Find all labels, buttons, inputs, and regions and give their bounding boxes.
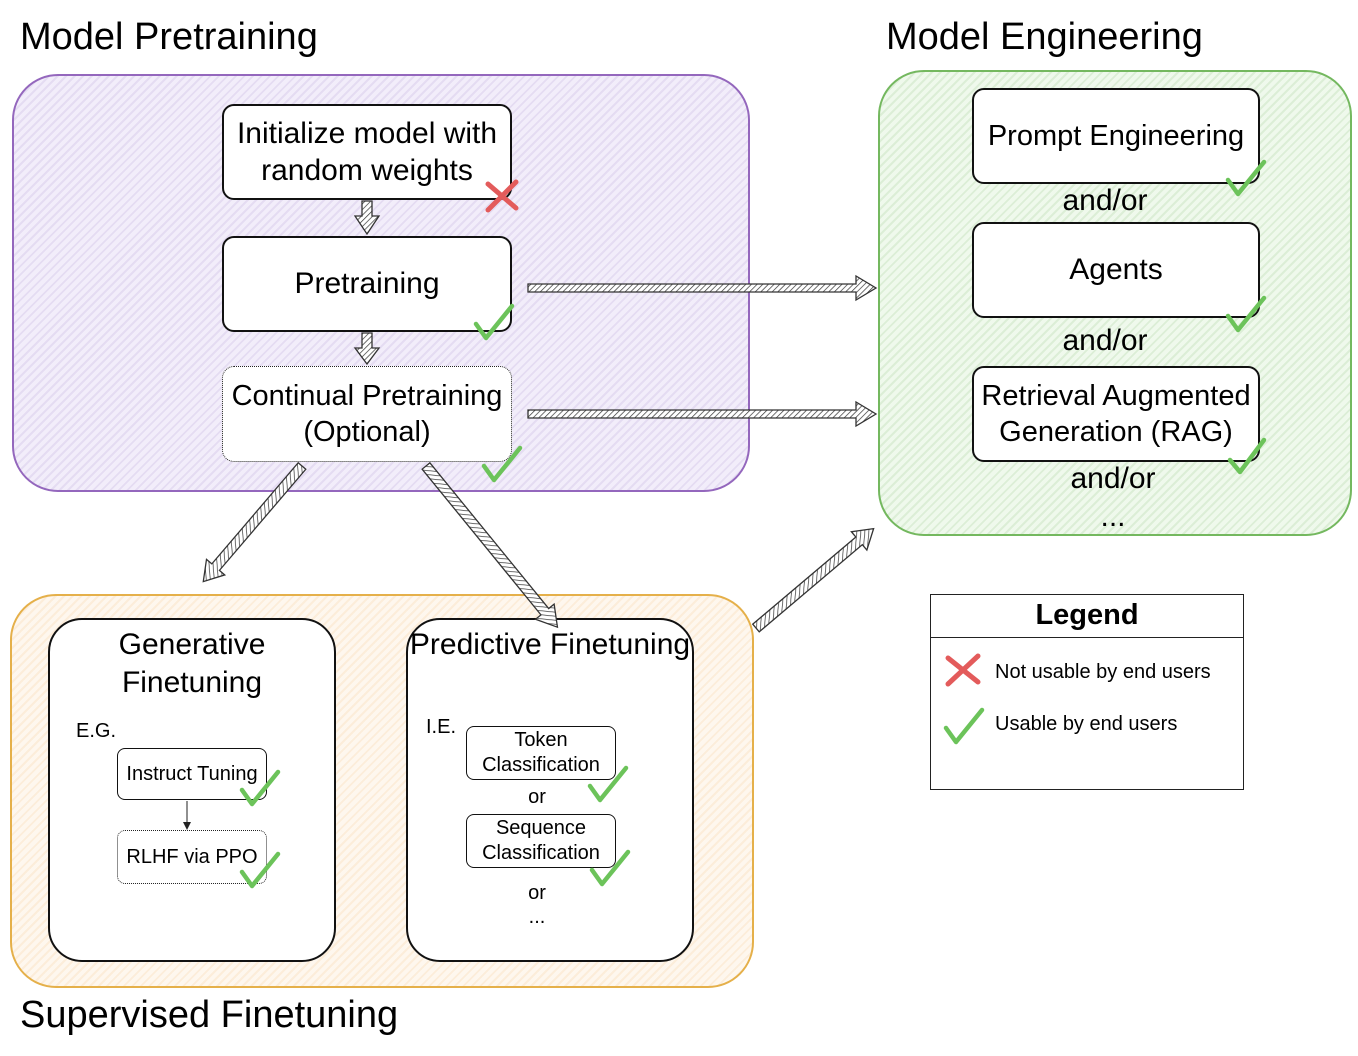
model-engineering-title: Model Engineering (886, 16, 1203, 58)
legend: Legend Not usable by end users Usable by… (930, 594, 1244, 790)
token-classification-box: Token Classification (466, 726, 616, 780)
prompt-engineering-label: Prompt Engineering (987, 119, 1245, 152)
engineering-ellipsis: ... (1100, 500, 1126, 533)
continual-pretraining-box: Continual Pretraining (Optional) (222, 366, 512, 462)
rlhf-label: RLHF via PPO (126, 845, 258, 868)
instruct-tuning-label: Instruct Tuning (126, 762, 258, 785)
legend-usable-label: Usable by end users (995, 713, 1178, 735)
pretraining-box: Pretraining (222, 236, 512, 332)
or-separator-2: or (528, 882, 546, 904)
or-separator-1: or (528, 786, 546, 808)
predictive-finetuning-panel: Predictive Finetuning (406, 618, 694, 962)
token-classification-label: Token Classification (482, 729, 600, 776)
agents-box: Agents (972, 222, 1260, 318)
sequence-classification-label: Sequence Classification (482, 817, 600, 864)
predictive-ellipsis: ... (528, 906, 546, 928)
legend-title: Legend (1035, 599, 1139, 631)
rag-label: Retrieval Augmented Generation (RAG) (981, 379, 1251, 448)
initialize-model-box: Initialize model with random weights (222, 104, 512, 200)
continual-pretraining-label: Continual Pretraining (Optional) (231, 379, 503, 448)
rlhf-box: RLHF via PPO (117, 830, 267, 884)
agents-label: Agents (1069, 253, 1163, 287)
ie-label: I.E. (426, 716, 457, 738)
legend-divider (931, 637, 1243, 638)
initialize-model-label: Initialize model with random weights (236, 116, 498, 188)
arrow-icon (751, 527, 875, 633)
prompt-engineering-box: Prompt Engineering (972, 88, 1260, 184)
generative-finetuning-title: Generative Finetuning (118, 628, 266, 699)
model-pretraining-title: Model Pretraining (20, 16, 318, 58)
rag-box: Retrieval Augmented Generation (RAG) (972, 366, 1260, 462)
pretraining-label: Pretraining (294, 267, 440, 301)
and-or-separator-2: and/or (1062, 324, 1148, 357)
sequence-classification-box: Sequence Classification (466, 814, 616, 868)
eg-label: E.G. (76, 720, 117, 742)
and-or-separator-3: and/or (1070, 462, 1156, 495)
legend-not-usable-label: Not usable by end users (995, 661, 1211, 683)
predictive-finetuning-title: Predictive Finetuning (409, 628, 691, 661)
supervised-finetuning-title: Supervised Finetuning (20, 994, 399, 1036)
instruct-tuning-box: Instruct Tuning (117, 748, 267, 800)
and-or-separator-1: and/or (1062, 184, 1148, 217)
